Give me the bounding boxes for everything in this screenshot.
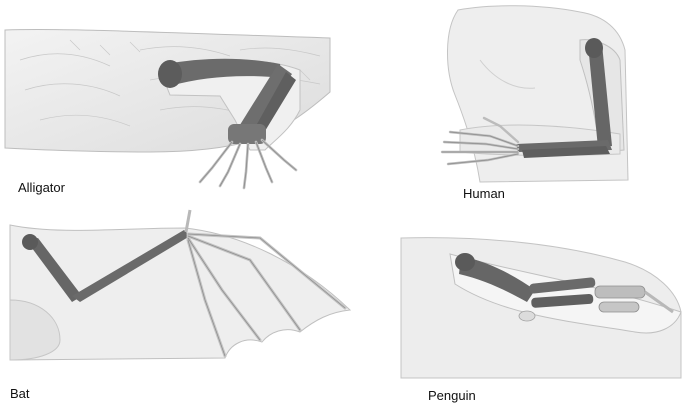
human-panel xyxy=(420,0,683,200)
bat-wing-illustration xyxy=(0,200,360,380)
bat-panel xyxy=(0,200,360,380)
alligator-panel xyxy=(0,0,340,200)
penguin-flipper-illustration xyxy=(395,232,683,382)
alligator-forelimb-illustration xyxy=(0,0,340,200)
human-label: Human xyxy=(463,186,505,201)
penguin-panel xyxy=(395,232,683,382)
alligator-label: Alligator xyxy=(18,180,65,195)
penguin-label: Penguin xyxy=(428,388,476,403)
human-arm-illustration xyxy=(420,0,683,200)
bat-label: Bat xyxy=(10,386,30,401)
